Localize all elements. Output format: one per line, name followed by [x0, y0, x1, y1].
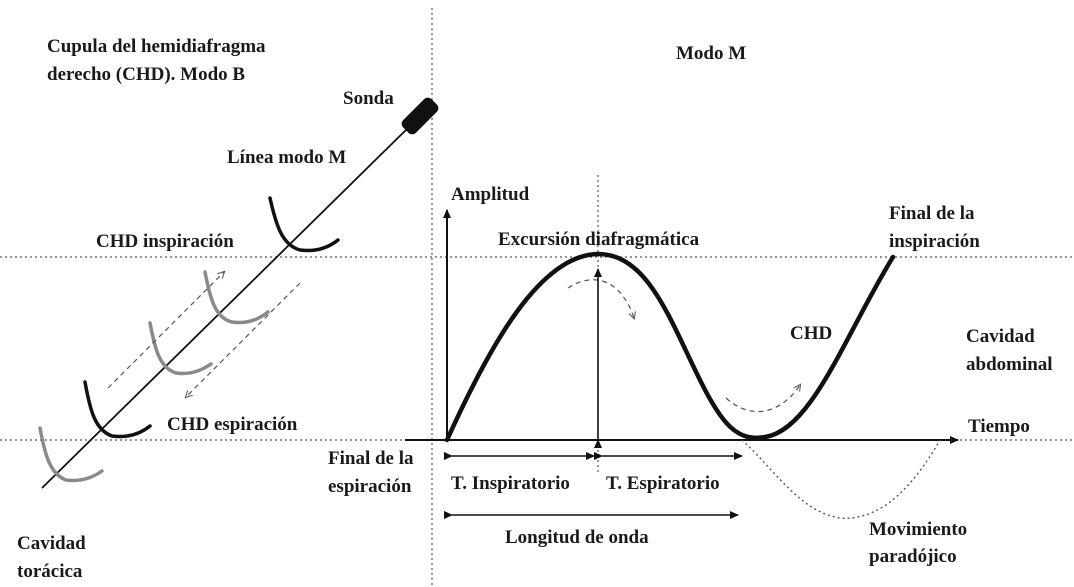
m-mode-panel: Modo M Amplitud Excursión diafragmática … — [328, 43, 1053, 567]
m-mode-title: Modo M — [676, 43, 746, 64]
chd-inspiration-label: CHD inspiración — [96, 231, 234, 252]
wavelength-label: Longitud de onda — [505, 527, 649, 548]
motion-arrow-down — [186, 282, 301, 397]
thoracic-cavity-label-line2: torácica — [17, 561, 83, 582]
expiratory-time-label: T. Espiratorio — [606, 473, 720, 494]
excursion-label: Excursión diafragmática — [498, 229, 700, 250]
diaphragm-expiration-curve — [83, 380, 152, 439]
chd-expiration-label: CHD espiración — [167, 414, 298, 435]
b-mode-panel: Cupula del hemidiafragma derecho (CHD). … — [17, 36, 439, 582]
descent-direction-arrow — [567, 279, 634, 318]
end-expiration-label-line1: Final de la — [328, 448, 414, 469]
ascent-direction-arrow — [725, 385, 800, 413]
end-inspiration-label-line2: inspiración — [889, 231, 980, 252]
thoracic-cavity-label-line1: Cavidad — [17, 533, 86, 554]
amplitude-axis-label: Amplitud — [451, 184, 530, 205]
inspiratory-time-label: T. Inspiratorio — [451, 473, 570, 494]
paradoxical-motion-label-line1: Movimiento — [869, 519, 967, 540]
diaphragm-intermediate-curve-2 — [148, 321, 213, 376]
motion-arrow-up — [107, 272, 224, 389]
b-mode-title-line1: Cupula del hemidiafragma — [47, 36, 266, 57]
time-axis-label: Tiempo — [968, 416, 1030, 437]
chd-curve-label: CHD — [790, 323, 832, 344]
diaphragm-inspiration-curve — [268, 196, 340, 253]
paradoxical-motion-curve — [741, 439, 941, 519]
m-mode-line-label: Línea modo M — [227, 147, 346, 168]
b-mode-title-line2: derecho (CHD). Modo B — [47, 64, 245, 85]
abdominal-cavity-label-line1: Cavidad — [966, 326, 1035, 347]
end-inspiration-label-line1: Final de la — [889, 203, 975, 224]
abdominal-cavity-label-line2: abdominal — [966, 354, 1053, 375]
diaphragm-excursion-waveform — [444, 251, 896, 443]
diaphragm-lower-curve — [38, 426, 104, 483]
diaphragm-intermediate-curve-1 — [203, 270, 270, 325]
probe-icon — [401, 97, 439, 135]
m-mode-line — [41, 125, 411, 489]
paradoxical-motion-label-line2: paradójico — [869, 546, 957, 567]
probe-label: Sonda — [343, 88, 394, 109]
end-expiration-label-line2: espiración — [328, 476, 412, 497]
